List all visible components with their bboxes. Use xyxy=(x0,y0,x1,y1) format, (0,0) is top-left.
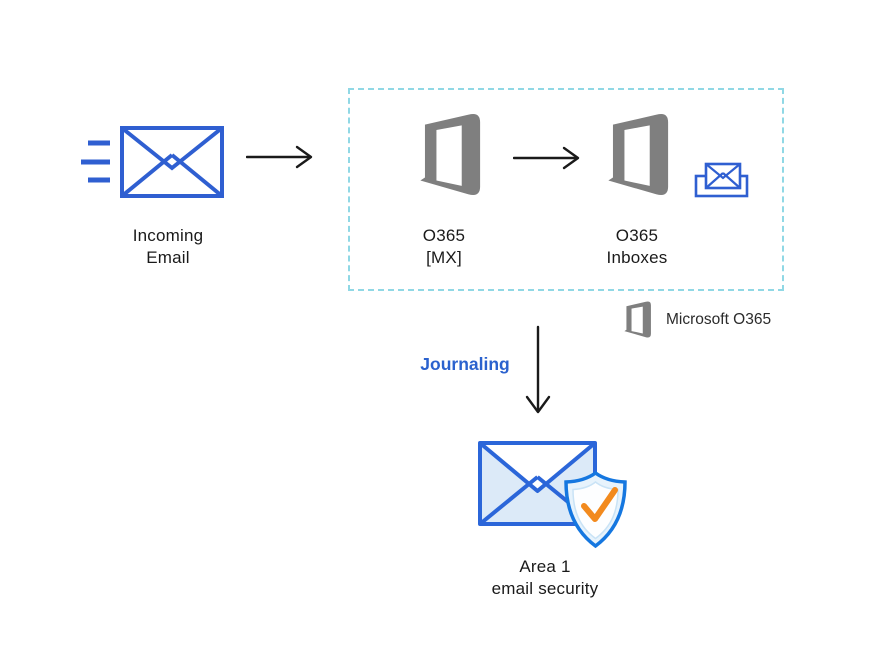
o365-inboxes-label-line2: Inboxes xyxy=(606,248,668,267)
envelope-speed-icon xyxy=(81,126,224,198)
arrow-down-icon xyxy=(525,325,551,414)
checkmark-icon xyxy=(581,487,618,522)
incoming-email-label-line1: Incoming xyxy=(132,226,204,245)
office365-logo-inboxes xyxy=(603,111,675,198)
shield-inner xyxy=(572,481,619,540)
inbox-tray-icon xyxy=(694,162,749,198)
incoming-email-label: Incoming Email xyxy=(83,225,253,269)
office365-logo-mx xyxy=(415,111,487,198)
arrow-right-icon xyxy=(513,146,580,170)
microsoft-o365-legend-label: Microsoft O365 xyxy=(666,310,772,328)
o365-dashed-boundary xyxy=(348,88,784,291)
o365-mx-label-line2: [MX] xyxy=(426,248,462,267)
office365-logo-small xyxy=(622,300,654,339)
o365-mx-label: O365 [MX] xyxy=(359,225,529,269)
o365-inboxes-label: O365 Inboxes xyxy=(552,225,722,269)
envelope-flap-fill xyxy=(480,443,595,491)
arrow-right-icon xyxy=(246,145,313,169)
area1-label-line1: Area 1 xyxy=(519,557,571,576)
area1-label: Area 1 email security xyxy=(460,556,630,600)
o365-inboxes-label-line1: O365 xyxy=(615,226,659,245)
envelope-shield-check-icon xyxy=(478,441,627,549)
o365-mx-label-line1: O365 xyxy=(422,226,466,245)
area1-label-line2: email security xyxy=(491,579,599,598)
incoming-email-label-line2: Email xyxy=(146,248,190,267)
journaling-label: Journaling xyxy=(420,354,510,374)
microsoft-o365-legend: Microsoft O365 xyxy=(622,300,771,339)
